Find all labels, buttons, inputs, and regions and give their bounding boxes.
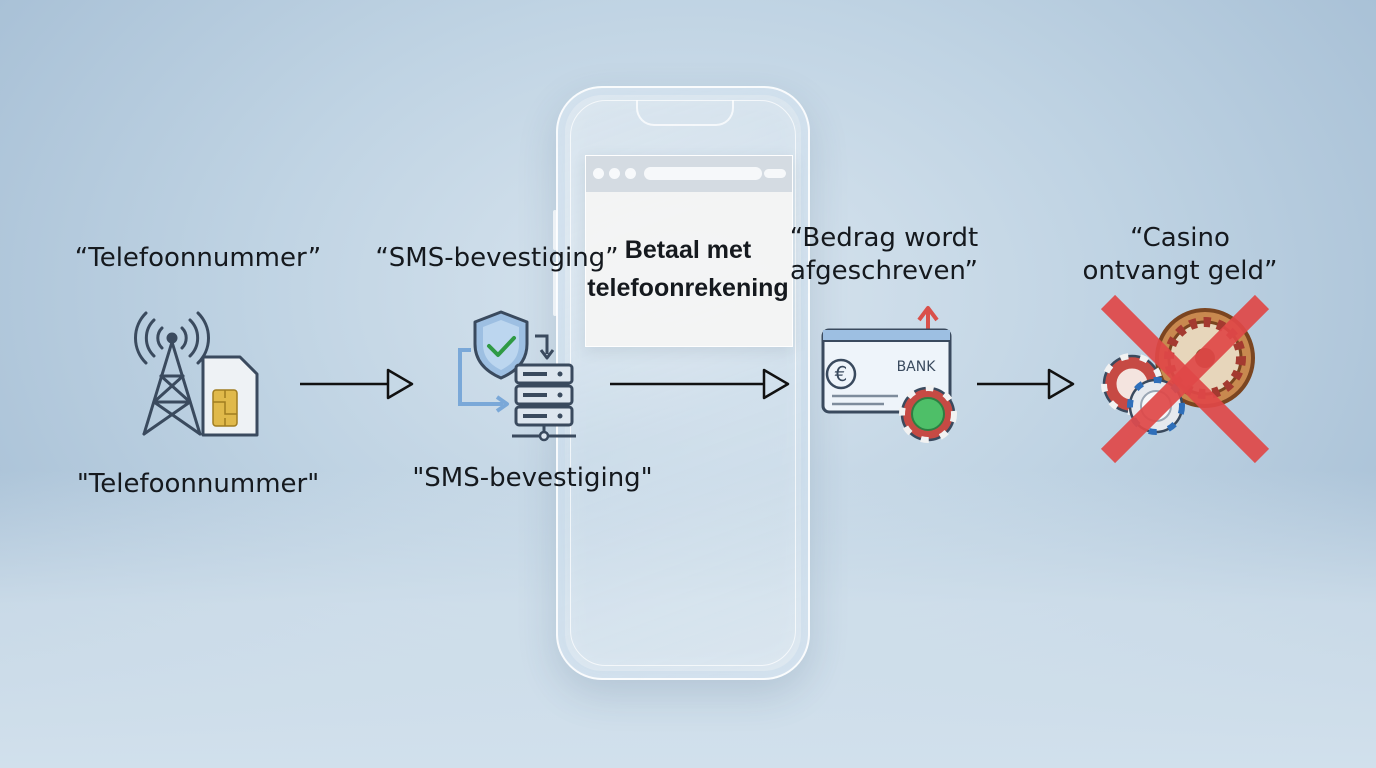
- step-1-label-bottom: "Telefoonnummer": [76, 469, 320, 499]
- flow-arrow-icon: [977, 368, 1075, 400]
- bank-text: BANK: [897, 359, 937, 375]
- shield-check-icon: [458, 310, 555, 413]
- poker-chip-icon: [899, 385, 957, 443]
- step-3-label: “Bedrag wordt afgeschreven”: [789, 223, 979, 286]
- phone-screen-title: Betaal met telefoonrekening: [587, 236, 789, 302]
- flow-arrow-icon: [610, 368, 790, 400]
- red-cross-icon: [1100, 294, 1270, 464]
- phone-notch: [636, 100, 734, 126]
- step-4-label: “Casino ontvangt geld”: [1082, 223, 1278, 286]
- sim-card-icon: [201, 355, 259, 437]
- step-1-label-top: “Telefoonnummer”: [74, 243, 322, 273]
- upload-arrow-icon: [917, 306, 939, 332]
- floor-gradient: [0, 470, 1376, 768]
- currency-symbol: €: [835, 362, 848, 386]
- menu-icon: [764, 169, 786, 178]
- step-2-label-bottom: "SMS-bevestiging": [412, 463, 653, 493]
- browser-window: [585, 155, 793, 347]
- phone-volume-button: [553, 262, 557, 316]
- phone-volume-button: [553, 210, 557, 250]
- step-2-label-top: “SMS-bevestiging”: [375, 243, 619, 273]
- browser-toolbar: [586, 156, 792, 192]
- server-icon: [512, 363, 576, 442]
- roulette-icon: [1100, 294, 1270, 464]
- window-dot-icon: [609, 168, 620, 179]
- flow-arrow-icon: [300, 368, 414, 400]
- address-bar: [644, 167, 762, 180]
- window-dot-icon: [593, 168, 604, 179]
- window-dot-icon: [625, 168, 636, 179]
